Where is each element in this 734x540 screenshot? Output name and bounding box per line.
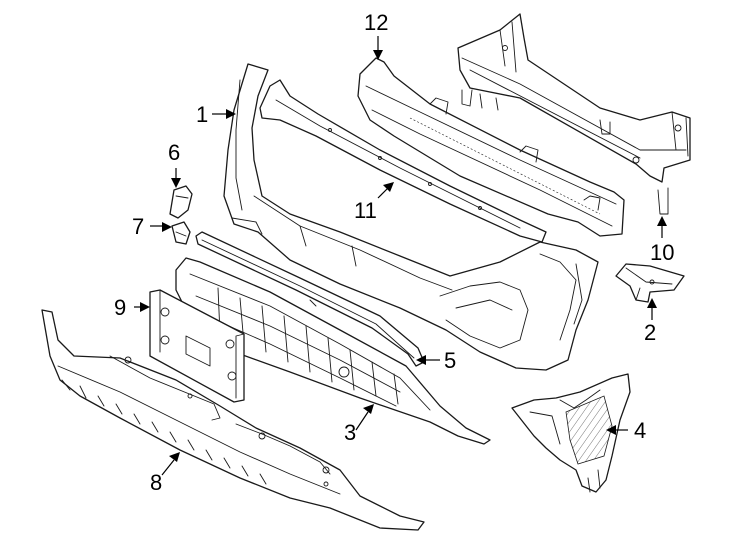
grille-molding	[195, 231, 425, 367]
callout-1: 1	[196, 102, 208, 127]
upper-clip	[169, 185, 193, 219]
callout-9: 9	[114, 295, 126, 320]
side-clip	[171, 221, 191, 245]
energy-absorber	[357, 57, 625, 237]
callout-7: 7	[132, 214, 144, 239]
callout-labels: 1 2 3 4 5 6 7 8 9 10 11 12	[114, 10, 674, 495]
callout-8: 8	[150, 470, 162, 495]
callout-3: 3	[344, 420, 356, 445]
callout-10: 10	[650, 240, 674, 265]
callout-5: 5	[444, 348, 456, 373]
callout-12: 12	[364, 10, 388, 35]
callout-2: 2	[644, 320, 656, 345]
corner-bracket	[511, 373, 631, 493]
reinforcement-bar	[457, 13, 691, 215]
callout-6: 6	[168, 140, 180, 165]
side-bracket	[615, 263, 685, 303]
lower-valance	[41, 309, 425, 531]
upper-molding	[259, 79, 547, 243]
license-plate-bracket	[149, 289, 245, 403]
callout-4: 4	[634, 418, 646, 443]
callout-leaders	[134, 36, 667, 476]
callout-11: 11	[354, 198, 377, 223]
bumper-cover	[223, 63, 599, 371]
